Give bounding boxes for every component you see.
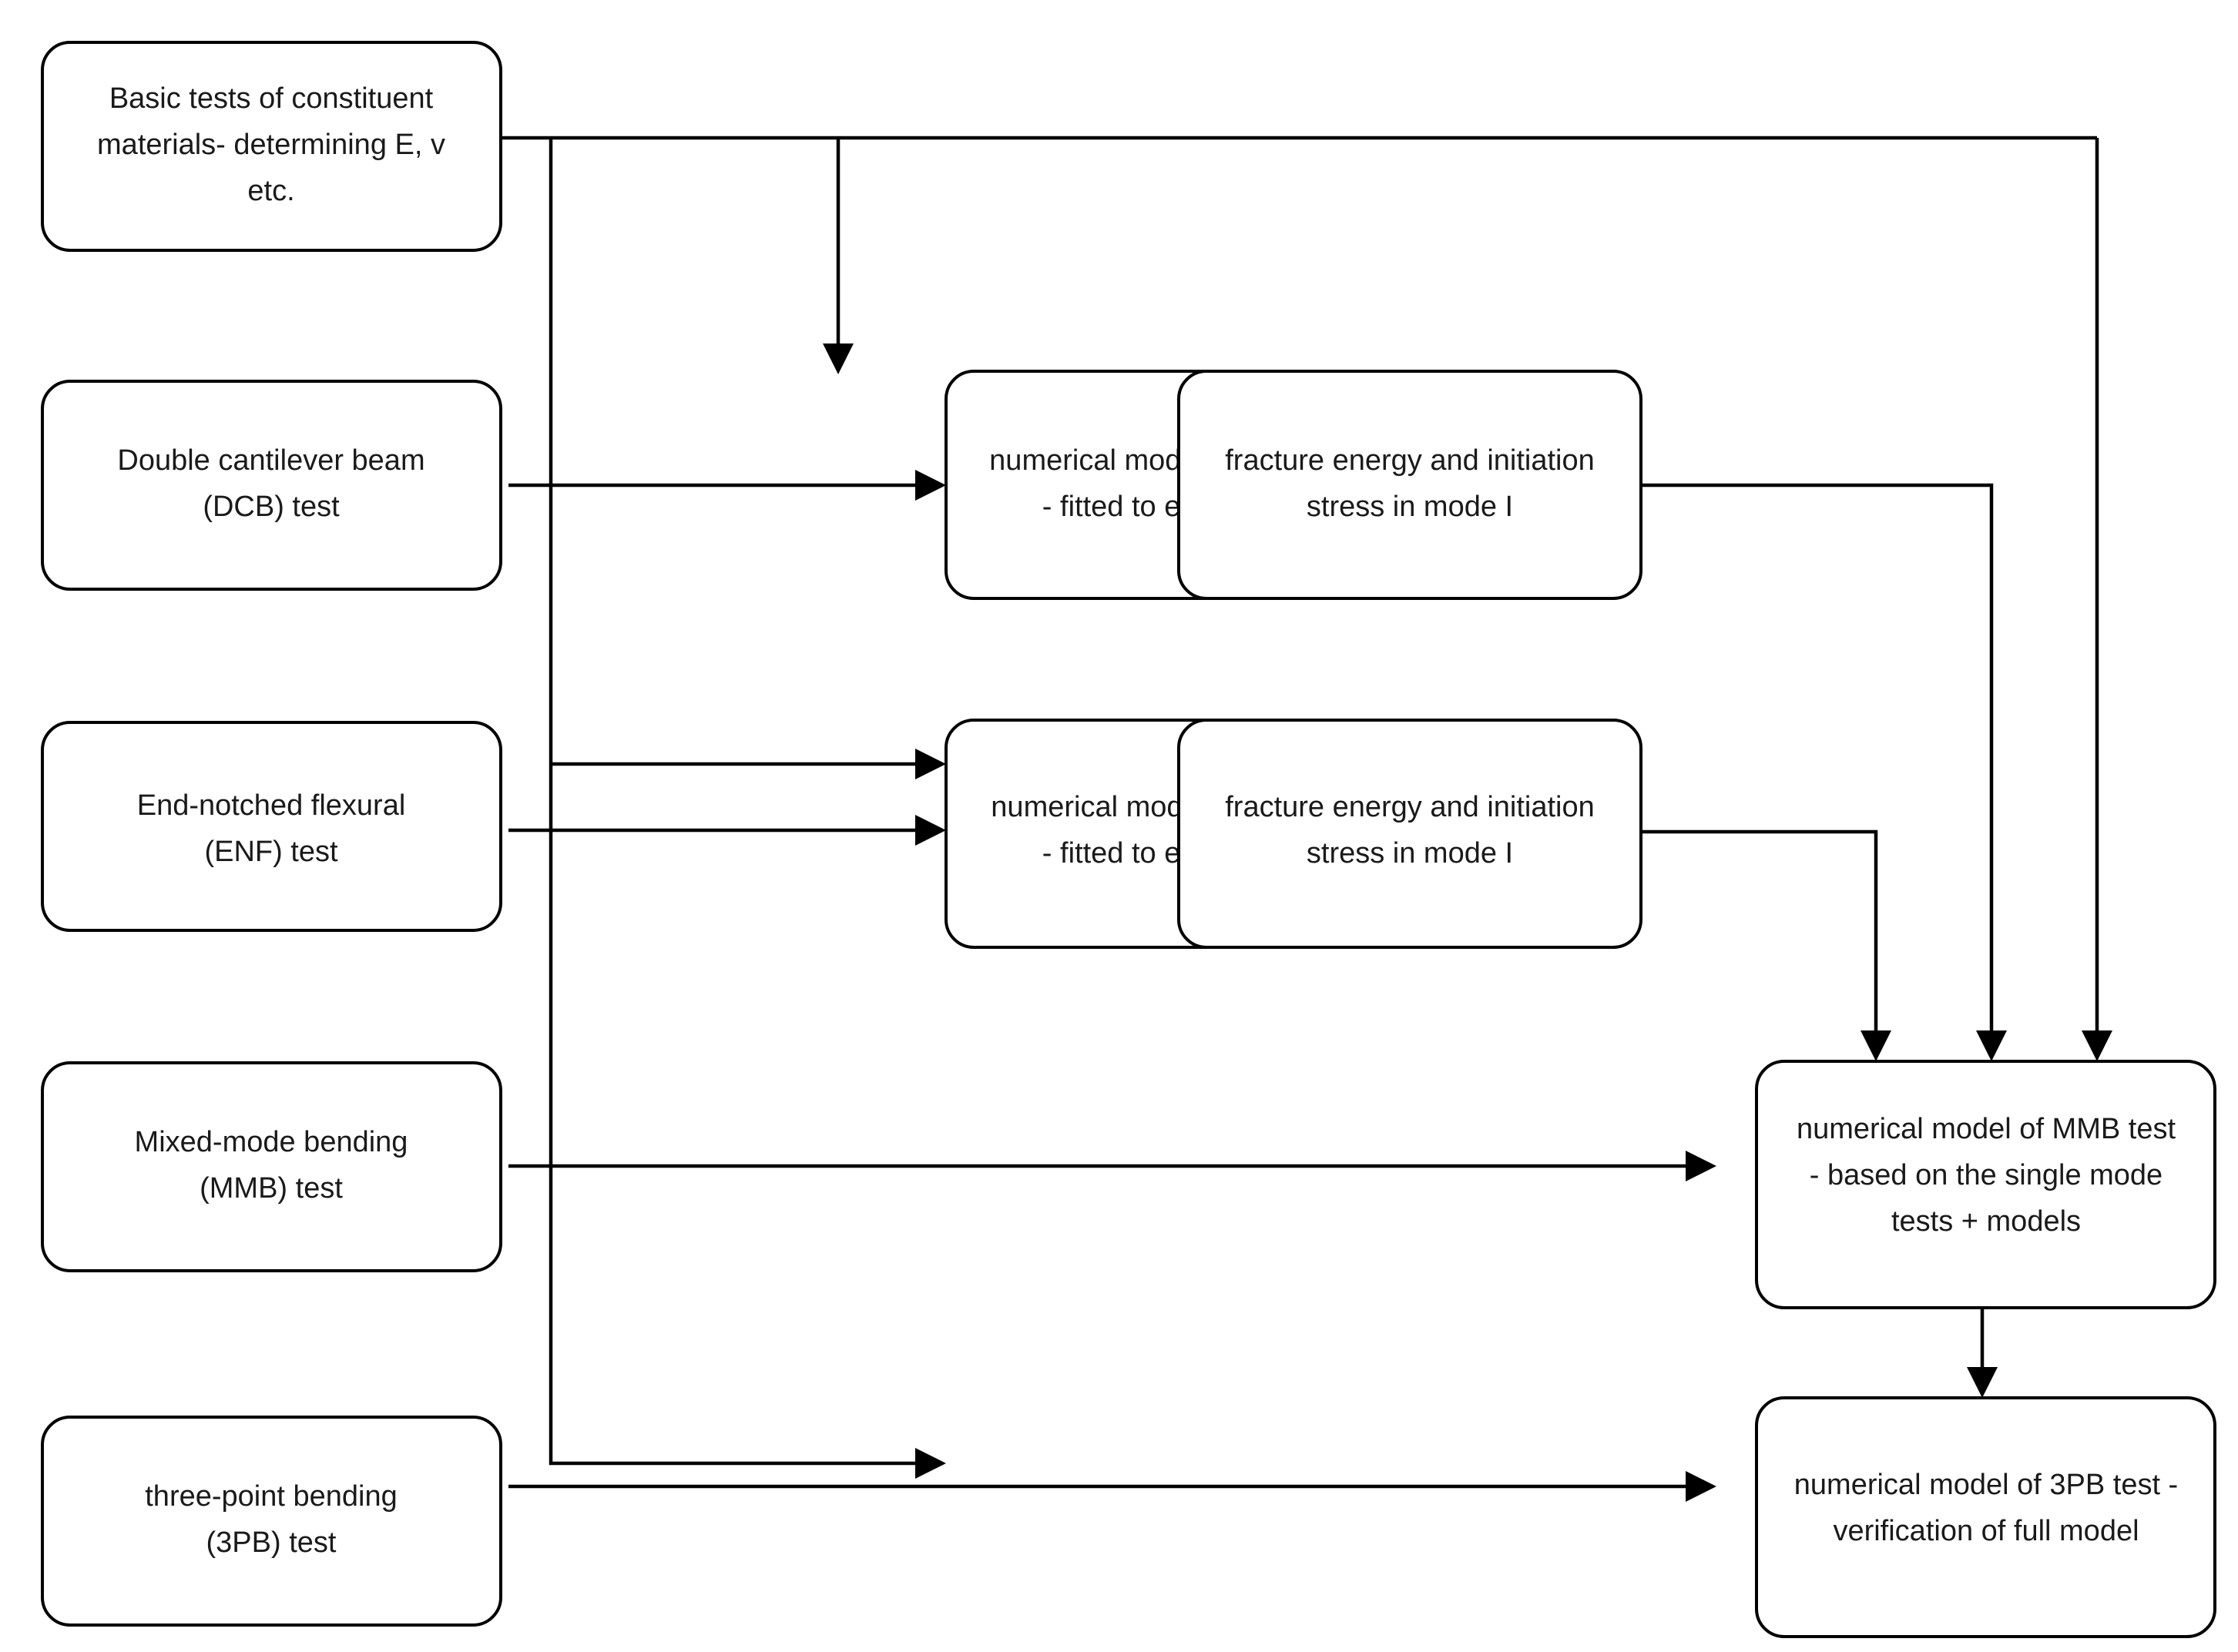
node-tpb-test[interactable]: three-point bending (3PB) test (41, 1416, 502, 1627)
node-dcb-fracture-line-1: fracture energy and initiation (1225, 444, 1595, 477)
node-dcb-fracture-line-2: stress in mode I (1307, 491, 1513, 523)
node-tpb-model-line-2: verification of full model (1833, 1515, 2139, 1547)
node-dcb-fracture-shape[interactable] (1177, 370, 1642, 600)
node-basic-tests-line-1: Basic tests of constituent (109, 82, 434, 115)
node-enf-test-line-1: End-notched flexural (137, 789, 406, 822)
arrowhead-basic-to-tpb-model (915, 1448, 946, 1479)
node-tpb-test-line-1: three-point bending (145, 1480, 397, 1513)
edge-basic-vertical-left (549, 138, 921, 1466)
node-mmb-model[interactable]: numerical model of MMB test - based on t… (1755, 1060, 2216, 1309)
node-basic-tests[interactable]: Basic tests of constituent materials- de… (41, 41, 502, 252)
node-tpb-test-shape[interactable] (41, 1416, 502, 1627)
node-dcb-test-line-2: (DCB) test (203, 491, 340, 523)
node-enf-fracture-line-2: stress in mode I (1307, 837, 1513, 870)
node-mmb-test-line-2: (MMB) test (200, 1172, 343, 1205)
edge-enf-fracture-to-mmb-model (1642, 829, 1878, 1037)
node-basic-tests-line-3: etc. (247, 175, 294, 207)
arrowhead-mmb-test-to-mmb-model (1686, 1151, 1716, 1181)
node-dcb-test-line-1: Double cantilever beam (117, 444, 424, 477)
node-mmb-model-line-1: numerical model of MMB test (1797, 1113, 2176, 1145)
node-dcb-test-shape[interactable] (41, 380, 502, 591)
arrowhead-enf-test-to-enf-model (915, 815, 946, 846)
node-enf-fracture-line-1: fracture energy and initiation (1225, 791, 1595, 823)
node-enf-test[interactable]: End-notched flexural (ENF) test (41, 721, 502, 932)
node-tpb-model-shape[interactable] (1755, 1396, 2216, 1638)
node-mmb-test-line-1: Mixed-mode bending (135, 1126, 408, 1158)
node-basic-tests-shape[interactable] (41, 41, 502, 252)
node-tpb-model-line-1: numerical model of 3PB test - (1794, 1469, 2178, 1501)
node-tpb-test-line-2: (3PB) test (206, 1526, 337, 1559)
node-enf-fracture[interactable]: fracture energy and initiation stress in… (1177, 719, 1642, 949)
arrowhead-enf-fracture-to-mmb-model (1861, 1030, 1891, 1061)
node-enf-test-line-2: (ENF) test (204, 836, 338, 868)
arrowhead-basic-to-mmb-model (2082, 1030, 2112, 1061)
arrowhead-tpb-test-to-tpb-model (1686, 1471, 1716, 1502)
arrowhead-dcb-test-to-dcb-model (915, 470, 946, 501)
arrowhead-dcb-fracture-to-mmb-model (1976, 1030, 2007, 1061)
node-enf-test-shape[interactable] (41, 721, 502, 932)
arrowhead-basic-to-enf-model (915, 749, 946, 779)
node-tpb-model[interactable]: numerical model of 3PB test - verificati… (1755, 1396, 2216, 1638)
node-basic-tests-line-2: materials- determining E, v (97, 129, 445, 161)
arrowhead-mmb-model-to-tpb-model (1967, 1367, 1998, 1398)
node-mmb-test-shape[interactable] (41, 1061, 502, 1272)
node-dcb-test[interactable]: Double cantilever beam (DCB) test (41, 380, 502, 591)
node-mmb-model-line-2: - based on the single mode (1810, 1159, 2163, 1191)
node-dcb-fracture[interactable]: fracture energy and initiation stress in… (1177, 370, 1642, 600)
node-enf-fracture-shape[interactable] (1177, 719, 1642, 949)
arrowhead-basic-to-dcb-model (823, 343, 854, 374)
node-mmb-model-shape[interactable] (1755, 1060, 2216, 1309)
node-mmb-model-line-3: tests + models (1891, 1205, 2081, 1238)
edge-dcb-fracture-to-mmb-model (1642, 483, 1994, 1037)
node-mmb-test[interactable]: Mixed-mode bending (MMB) test (41, 1061, 502, 1272)
